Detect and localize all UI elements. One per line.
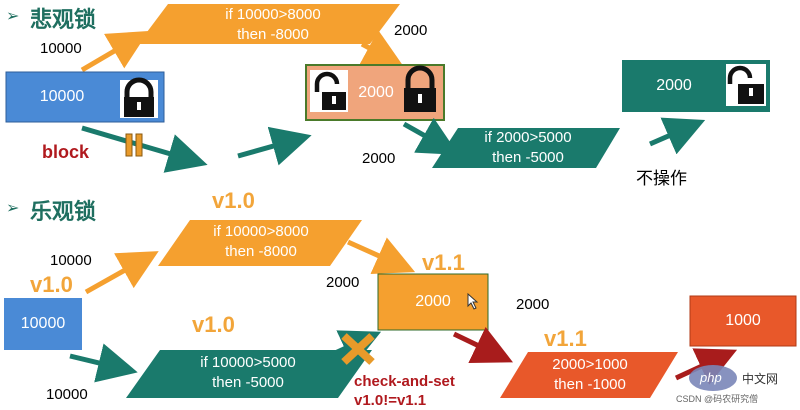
bullet-arrow-icon: ➢ [6,8,20,25]
pess-result-label: 2000 [394,22,428,39]
opt-middle-version: v1.1 [422,250,465,275]
cas-line2: v1.0!=v1.1 [354,392,427,409]
arrow-to-check1 [80,30,149,73]
arrow-check1-to-middle [359,30,404,67]
pess-check2-line1: if 2000>5000 [484,129,572,146]
opt-final-box: 1000 [725,312,761,329]
opt-check2-parallelogram [126,350,372,398]
opt-check3-text: 2000>1000 then -1000 [512,355,668,395]
bullet-arrow-icon-2: ➢ [6,200,20,217]
check1-parallelogram [138,4,400,44]
opt-check2-line1: if 10000>5000 [200,354,296,371]
opt-check1-parallelogram [158,220,362,266]
opt-check3-line1: 2000>1000 [552,356,628,373]
opt-right-label: 2000 [516,296,550,313]
php-site-text: 中文网 [742,372,779,386]
opt-bottom-initial: 10000 [46,386,88,403]
opt-check1-line2: then -8000 [225,243,297,260]
cas-line1: check-and-set [354,373,455,390]
csdn-watermark: CSDN @码农研究僧 [676,394,759,404]
opt-initial-box-shape [4,298,82,350]
pess-check1-line1: if 10000>8000 [225,6,321,23]
cross-x-icon [341,333,375,365]
opt-arrow-middle-to-check3 [452,326,514,364]
opt-arrow-check3-to-final [674,348,738,385]
opt-initial-box: 10000 [20,315,66,332]
cursor-icon [467,292,479,310]
opt-check2-text: if 10000>5000 then -5000 [148,353,348,393]
pause-bar-1 [125,133,133,157]
pess-check1-line2: then -8000 [237,26,309,43]
pessimistic-title: 悲观锁 [30,8,97,33]
arrow-blocked-right [237,126,312,166]
pess-check1-text: if 10000>8000 then -8000 [178,5,368,45]
unlocked-lock-icon-2 [726,64,766,106]
pess-check2-text: if 2000>5000 then -5000 [448,128,608,168]
opt-left-version: v1.0 [30,272,73,297]
no-op-label: 不操作 [636,169,687,189]
opt-top-initial: 10000 [50,252,92,269]
opt-bottom-version: v1.0 [192,312,235,337]
opt-arrow-to-check2 [69,343,138,383]
opt-arrow-to-check1 [84,251,159,295]
arrow-middle-to-check2 [402,117,459,155]
opt-top-version: v1.0 [212,188,255,213]
optimistic-title: 乐观锁 [30,200,97,225]
unlocked-lock-icon-1 [310,70,348,112]
opt-final-box-shape [689,295,797,347]
opt-middle-box: 2000 [415,293,451,310]
pess-final-box: 2000 [656,77,692,94]
cas-label: check-and-set v1.0!=v1.1 [354,372,455,410]
pess-check2-line2: then -5000 [492,149,564,166]
opt-check1-line1: if 10000>8000 [213,223,309,240]
php-logo-shape [689,365,737,391]
opt-check2-line2: then -5000 [212,374,284,391]
pess-initial-box: 10000 [39,88,85,105]
pess-middle-box: 2000 [358,83,394,101]
opt-right-version: v1.1 [544,326,587,351]
block-label: block [42,142,90,162]
locked-lock-icon-1 [120,77,158,118]
pause-bar-2 [135,133,143,157]
opt-result-label: 2000 [326,274,360,291]
opt-check1-text: if 10000>8000 then -8000 [176,222,346,262]
arrow-check2-to-final [649,117,706,155]
php-logo-text: php [700,370,722,385]
pess-initial-value: 10000 [40,40,82,57]
opt-check3-parallelogram [500,352,678,398]
opt-arrow-check1-to-middle [346,237,416,274]
locked-lock-icon-2 [404,65,436,112]
opt-check3-line2: then -1000 [554,376,626,393]
pess-check2-input: 2000 [362,150,396,167]
check2-parallelogram [432,128,620,168]
